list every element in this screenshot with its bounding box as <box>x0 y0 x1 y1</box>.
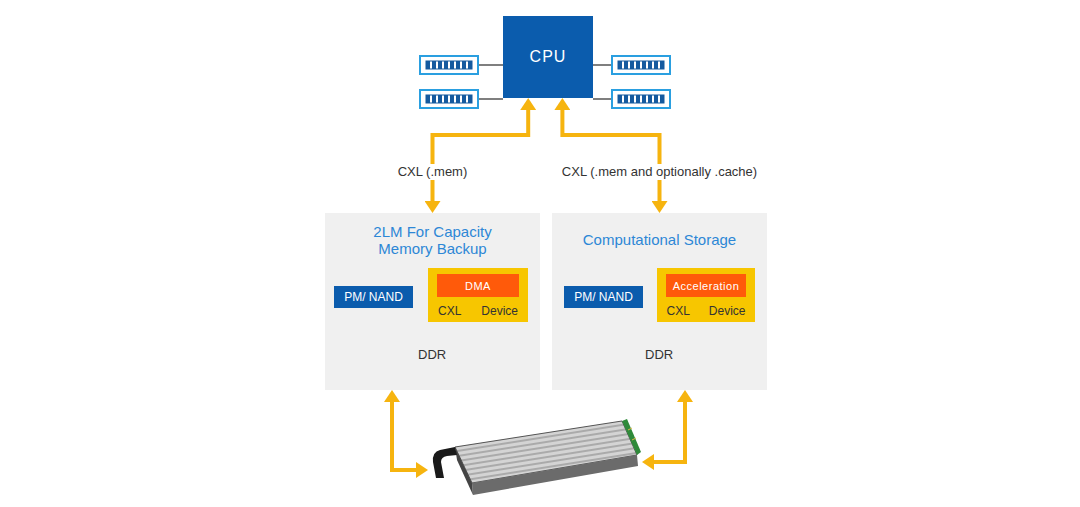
cxl-arrow <box>562 104 659 207</box>
controller-caption-row: CXL Device <box>657 304 755 319</box>
engine-label: DMA <box>465 280 491 292</box>
link-label: CXL (.mem) <box>394 164 472 180</box>
cxl-card <box>433 419 641 495</box>
card-arrow <box>392 396 422 470</box>
controller-box: CXL Device DMA <box>428 268 528 322</box>
controller-label: CXL <box>438 304 461 319</box>
engine-box: Acceleration <box>666 274 746 297</box>
link-label: CXL (.mem and optionally .cache) <box>558 164 761 180</box>
cxl-arrow <box>433 104 529 207</box>
device-panel: 2LM For Capacity Memory BackupPM/ NAND CX… <box>325 213 540 390</box>
memory-label: DDR <box>418 347 446 363</box>
cpu-box: CPU <box>503 16 593 98</box>
storage-box: PM/ NAND <box>564 286 643 308</box>
engine-label: Acceleration <box>673 280 740 292</box>
panel-heading: 2LM For Capacity Memory Backup <box>358 223 508 257</box>
controller-label: Device <box>481 304 518 319</box>
controller-box: CXL Device Acceleration <box>657 268 755 322</box>
storage-box: PM/ NAND <box>334 286 413 308</box>
storage-label: PM/ NAND <box>574 290 633 304</box>
panel-heading: Computational Storage <box>560 231 760 248</box>
controller-label: Device <box>709 304 746 319</box>
storage-label: PM/ NAND <box>344 290 403 304</box>
controller-caption-row: CXL Device <box>428 304 528 319</box>
controller-label: CXL <box>666 304 689 319</box>
memory-label: DDR <box>645 347 673 363</box>
cpu-label: CPU <box>530 48 567 66</box>
card-arrow <box>648 396 685 462</box>
device-panel: Computational StoragePM/ NAND CXL Device Ac… <box>552 213 767 390</box>
engine-box: DMA <box>437 274 519 297</box>
